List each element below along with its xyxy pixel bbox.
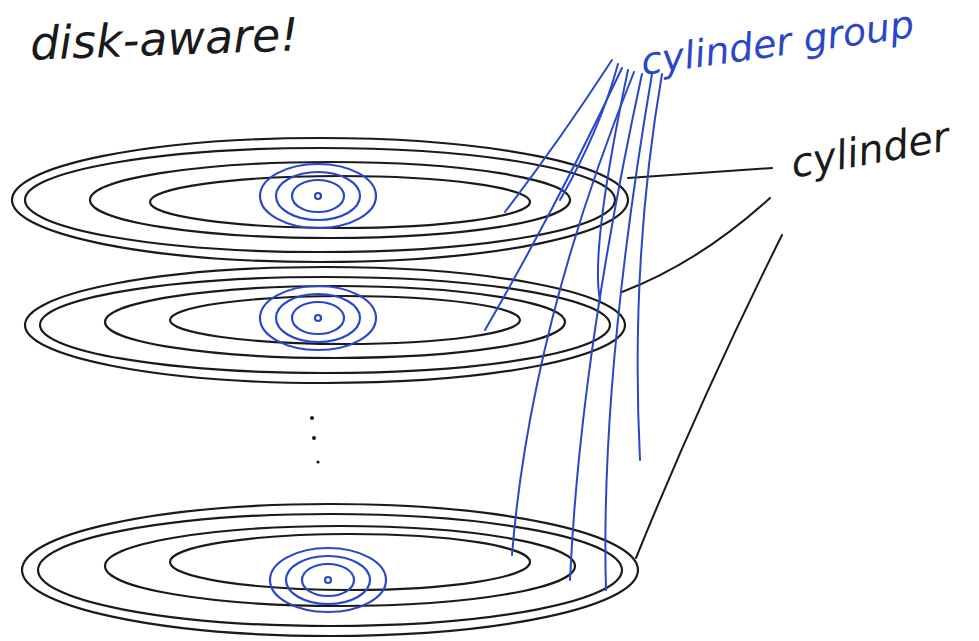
part-label: cylinder group [638,4,916,84]
heading-note: disk-aware! [29,9,299,69]
part-label: cylinder [787,114,952,185]
